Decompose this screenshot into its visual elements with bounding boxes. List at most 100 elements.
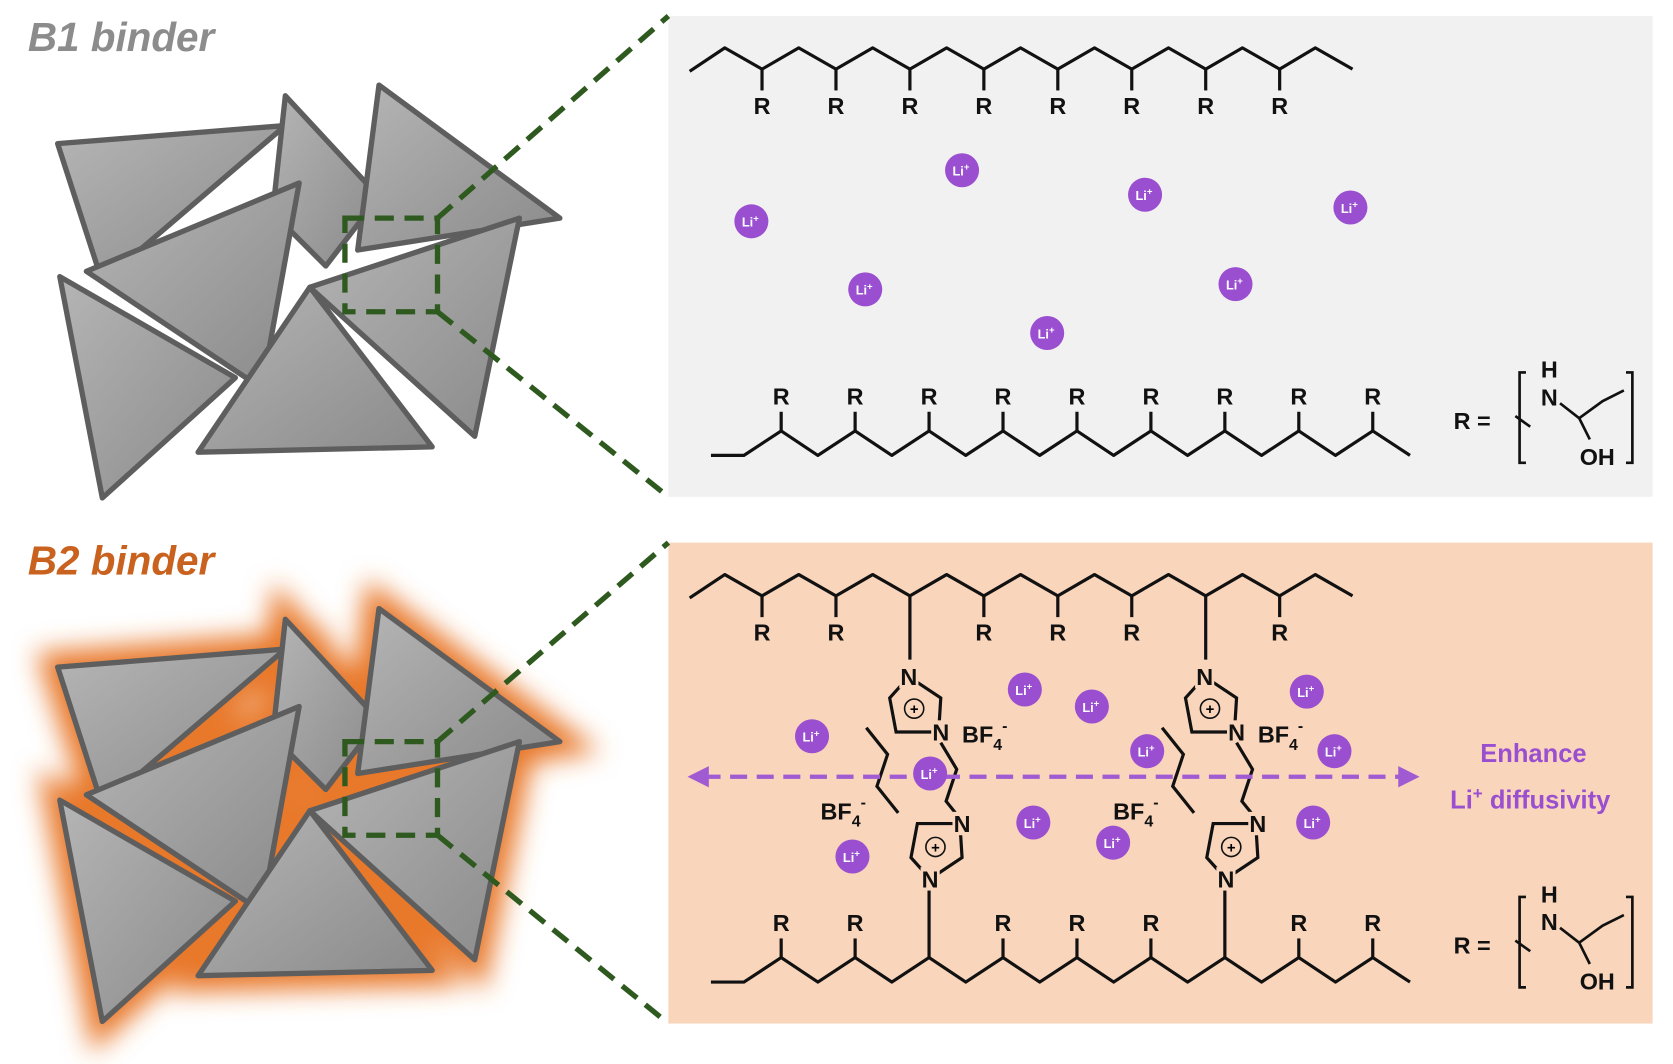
h-atom: H	[1541, 357, 1558, 383]
positive-charge-sign: +	[910, 702, 919, 718]
r-label: R	[773, 910, 790, 936]
li-ion: Li+	[945, 153, 980, 188]
polymer-backbone	[710, 956, 1411, 984]
r-label: R	[1216, 383, 1233, 409]
li-ion: Li+	[1030, 316, 1065, 351]
svg-text:Li+: Li+	[843, 849, 860, 865]
svg-text:Li+: Li+	[1325, 743, 1342, 759]
particle-triangle	[355, 82, 563, 253]
li-ions: Li+ Li+ Li+ Li+ Li+ Li+ Li+ Li+ Li+ Li+ Li+ Li+ Li+ L…	[734, 153, 1368, 874]
r-label: R	[1271, 93, 1288, 119]
zoom-indicator	[342, 13, 671, 1026]
n-atom-bg	[1195, 665, 1215, 689]
r-label: R	[1142, 383, 1159, 409]
n-atom: N	[1196, 664, 1213, 690]
li-ion: Li+	[1074, 689, 1109, 724]
r-label: R	[995, 383, 1012, 409]
particle-triangle	[83, 703, 302, 915]
r-label: R	[828, 620, 845, 646]
particle-triangle	[57, 797, 239, 1025]
particle-triangle	[269, 616, 382, 793]
li-ion: Li+	[848, 272, 883, 307]
svg-text:Li+: Li+	[1297, 684, 1314, 700]
n-atom-bg	[931, 720, 951, 744]
li-ion: Li+	[1296, 805, 1331, 840]
r-structure-bonds	[1514, 389, 1625, 441]
n-atom-bg	[1248, 811, 1268, 836]
positive-charge-sign: +	[1206, 702, 1215, 718]
svg-text:Li+: Li+	[1341, 199, 1358, 215]
zoom-box	[342, 738, 441, 838]
enhance-label: Enhance	[1480, 740, 1586, 768]
particle-triangle	[307, 738, 523, 963]
li-ion: Li+	[734, 204, 769, 239]
r-label: R	[828, 93, 845, 119]
r-label: R	[1049, 620, 1066, 646]
r-label: R	[1290, 383, 1307, 409]
r-label: R	[1364, 383, 1381, 409]
n-atom-bg	[1216, 867, 1236, 891]
li-ion: Li+	[1016, 805, 1051, 840]
svg-text:Li+: Li+	[1304, 814, 1321, 830]
imidazolium-ring	[1183, 674, 1239, 734]
n-atom: N	[900, 664, 917, 690]
r-label: R	[1069, 910, 1086, 936]
n-atom: N	[1541, 384, 1558, 410]
butyl-chain	[865, 726, 900, 814]
n-atom: N	[932, 720, 949, 746]
r-label: R	[1364, 910, 1381, 936]
h-atom: H	[1541, 881, 1558, 907]
particle-triangle	[54, 122, 289, 285]
li-ion: Li+	[1130, 734, 1165, 769]
imidazolium-ring	[1205, 821, 1260, 881]
r-label: R	[1271, 620, 1288, 646]
svg-text:Li+: Li+	[1024, 814, 1041, 830]
b2-particle-cluster	[54, 605, 563, 1025]
b1-panel	[668, 15, 1653, 497]
r-label: R	[995, 910, 1012, 936]
li-ion: Li+	[1096, 825, 1131, 860]
bf4-anion: BF4-	[1258, 718, 1303, 754]
positive-charge-icon	[1199, 698, 1221, 719]
n-atom: N	[1217, 866, 1234, 892]
polymer-backbone	[688, 46, 1354, 73]
zoom-line	[435, 309, 671, 499]
svg-text:Li+: Li+	[1226, 276, 1243, 292]
li-ion: Li+	[1128, 177, 1163, 212]
n-atom-bg	[952, 811, 972, 836]
arrow-head-right	[1398, 766, 1420, 788]
imidazolium-ring	[909, 821, 964, 881]
positive-charge-icon	[1220, 836, 1242, 858]
zoom-line	[435, 833, 671, 1026]
oh-group: OH	[1580, 969, 1615, 995]
svg-text:Li+: Li+	[953, 162, 970, 178]
positive-charge-icon	[925, 836, 946, 858]
li-ion: Li+	[1218, 267, 1253, 302]
r-label: R	[1123, 620, 1140, 646]
arrow-head-left	[687, 766, 709, 788]
r-equals-label: R =	[1454, 408, 1491, 434]
li-ion: Li+	[913, 756, 948, 791]
r-label: R	[847, 383, 864, 409]
zoom-box	[342, 215, 441, 315]
r-label: R	[773, 383, 790, 409]
r-label: R	[921, 383, 938, 409]
particle-triangle	[195, 808, 435, 979]
svg-text:Li+: Li+	[1038, 325, 1055, 341]
polymer-chains	[688, 46, 1411, 984]
svg-text:Li+: Li+	[856, 281, 873, 297]
n-atom-bg	[1226, 720, 1247, 744]
r-label: R	[975, 93, 992, 119]
particle-triangle	[269, 93, 382, 269]
particle-triangle	[54, 646, 289, 809]
bf4-anion: BF4-	[962, 718, 1007, 754]
positive-charge-sign: +	[1227, 840, 1236, 856]
r-label: R	[975, 620, 992, 646]
polymer-backbone	[688, 572, 1354, 600]
svg-text:Li+: Li+	[1136, 187, 1153, 203]
diffusivity-label: Li+ diffusivity	[1450, 784, 1611, 815]
